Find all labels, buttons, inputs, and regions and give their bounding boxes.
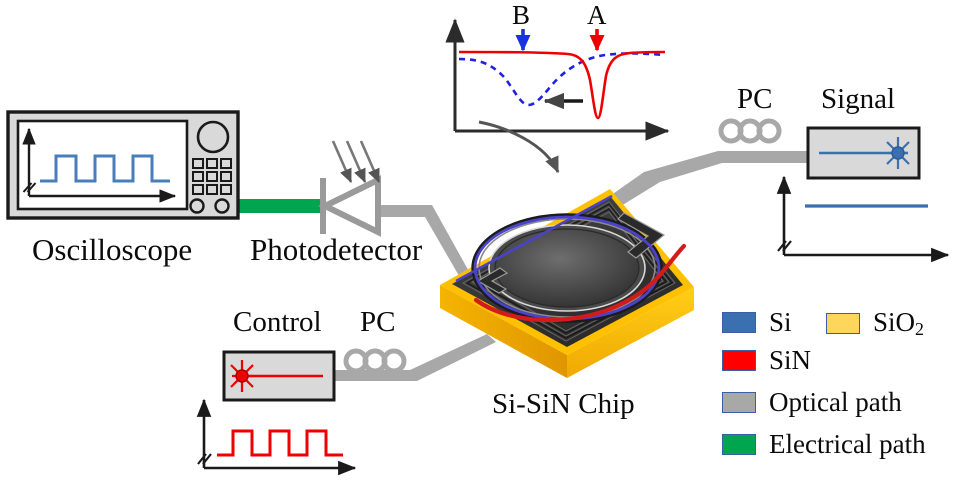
oscilloscope-keypad[interactable] [192,158,232,195]
oscilloscope-waveform [40,154,170,183]
legend-swatch-electrical [722,434,756,455]
control-laser-device [222,350,336,402]
control-waveform [217,429,343,457]
signal-laser-device [806,126,921,180]
legend-item-sio2: SiO2 [826,307,924,340]
signal-trace-plot [776,175,950,263]
inset-to-chip-pointer [478,120,560,174]
pc-signal [718,118,782,144]
legend-label-si: Si [769,307,792,337]
optical-path-signal-to-chip [553,151,808,244]
electrical-path-segment [229,199,324,213]
label-pc-control: PC [360,306,396,338]
inset-label-b: B [512,0,531,30]
oscilloscope-knob[interactable] [196,120,230,154]
label-chip: Si-SiN Chip [492,388,635,420]
label-signal: Signal [821,83,896,115]
oscilloscope-device [6,110,240,220]
photodetector-device [318,140,381,237]
legend-item-si: Si [722,307,792,338]
inset-curve-red [458,50,666,120]
legend-label-sin: SiN [769,345,812,375]
legend-swatch-sio2 [826,312,860,334]
legend-swatch-optical [722,392,756,413]
legend-item-optical: Optical path [722,387,902,418]
si-bus-waveguide [455,194,613,283]
oscilloscope-port-2[interactable] [214,198,230,214]
legend-item-sin: SiN [722,345,811,376]
label-control: Control [233,306,322,338]
photodetector-light-arrows [331,140,381,183]
inset-label-a: A [587,0,607,30]
inset-curve-blue [458,52,666,107]
legend-swatch-si [722,312,756,333]
sin-waveguide [473,243,687,323]
legend-item-electrical: Electrical path [722,429,926,460]
si-sin-chip [440,189,694,378]
inset-resonance-plot [445,18,670,141]
label-photodetector: Photodetector [250,232,423,267]
legend-label-sio2: SiO2 [873,307,924,339]
legend-label-sio2-sub: 2 [915,318,924,339]
legend-swatch-sin [722,350,756,371]
control-trace-plot [196,398,357,476]
optical-path-control-to-chip [333,334,496,381]
oscilloscope-port-1[interactable] [189,198,205,214]
label-pc-signal: PC [737,83,773,115]
legend-label-electrical: Electrical path [769,429,926,459]
pc-control [343,348,407,374]
legend-label-optical: Optical path [769,387,902,417]
label-oscilloscope: Oscilloscope [32,232,193,267]
